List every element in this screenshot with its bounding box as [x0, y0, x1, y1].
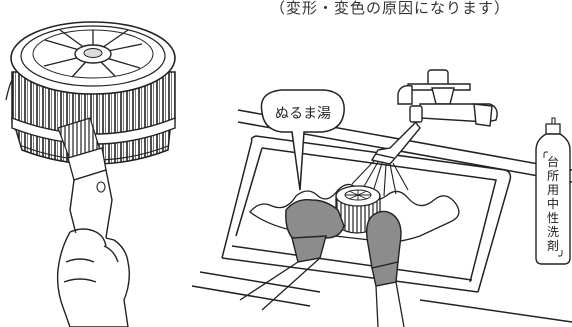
speech-bubble-text: ぬるま湯: [275, 105, 331, 122]
detergent-label-char: 性: [547, 211, 559, 225]
faucet-icon: [372, 70, 497, 164]
detergent-label-char: 所: [547, 169, 559, 183]
hand-icon: [58, 229, 130, 327]
detergent-label-char: 剤: [547, 238, 559, 253]
detergent-label-char: 用: [547, 183, 559, 197]
detergent-label-char: 台: [547, 154, 559, 169]
detergent-label-char: 洗: [547, 225, 559, 239]
detergent-label-char: 中: [547, 196, 559, 211]
speech-bubble: ぬるま湯: [261, 90, 344, 190]
detergent-bottle-icon: 台 所 用 中 性 洗 剤: [536, 118, 570, 264]
